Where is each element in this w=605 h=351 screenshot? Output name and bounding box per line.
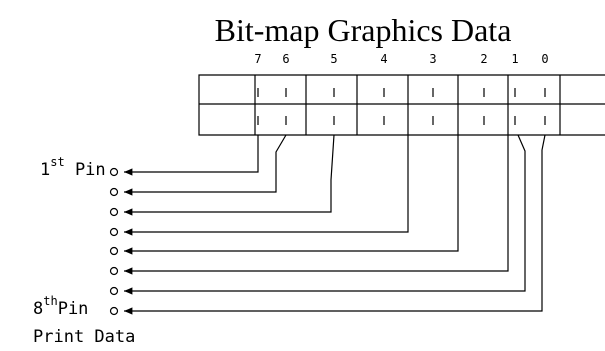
bit-label: 7 (254, 52, 261, 66)
bit-label: 4 (380, 52, 387, 66)
bit-label: 0 (541, 52, 548, 66)
pin-circle (109, 246, 119, 256)
data-byte-box (198, 74, 605, 136)
bit-label: 2 (480, 52, 487, 66)
pin-circle (109, 187, 119, 197)
bit-label: 3 (429, 52, 436, 66)
bit-label: 5 (330, 52, 337, 66)
wire-bit-6 (124, 134, 287, 196)
pin-circle (109, 306, 119, 316)
diagram-title: Bit-map Graphics Data (215, 12, 512, 48)
bit-labels: 7 6 5 4 3 2 1 0 (254, 52, 548, 66)
wire-bit-3 (124, 135, 459, 255)
print-pins (109, 167, 119, 316)
wire-bit-4 (124, 135, 409, 236)
wire-bit-2 (124, 135, 509, 275)
wire-bit-1 (124, 134, 526, 295)
pin-circle (109, 167, 119, 177)
print-data-label: Print Data (33, 327, 135, 347)
wire-bit-7 (124, 135, 259, 176)
eighth-pin-label: 8thPin (33, 294, 88, 319)
pin-circle (109, 207, 119, 217)
first-pin-label: 1st Pin (40, 155, 106, 180)
pin-circle (109, 286, 119, 296)
bit-label: 6 (282, 52, 289, 66)
wire-bit-5 (124, 134, 335, 216)
pin-circle (109, 227, 119, 237)
wire-bit-0 (124, 134, 546, 315)
bit-to-pin-wires (124, 134, 546, 315)
pin-circle (109, 266, 119, 276)
bit-label: 1 (511, 52, 518, 66)
bit-ticks (257, 88, 546, 125)
